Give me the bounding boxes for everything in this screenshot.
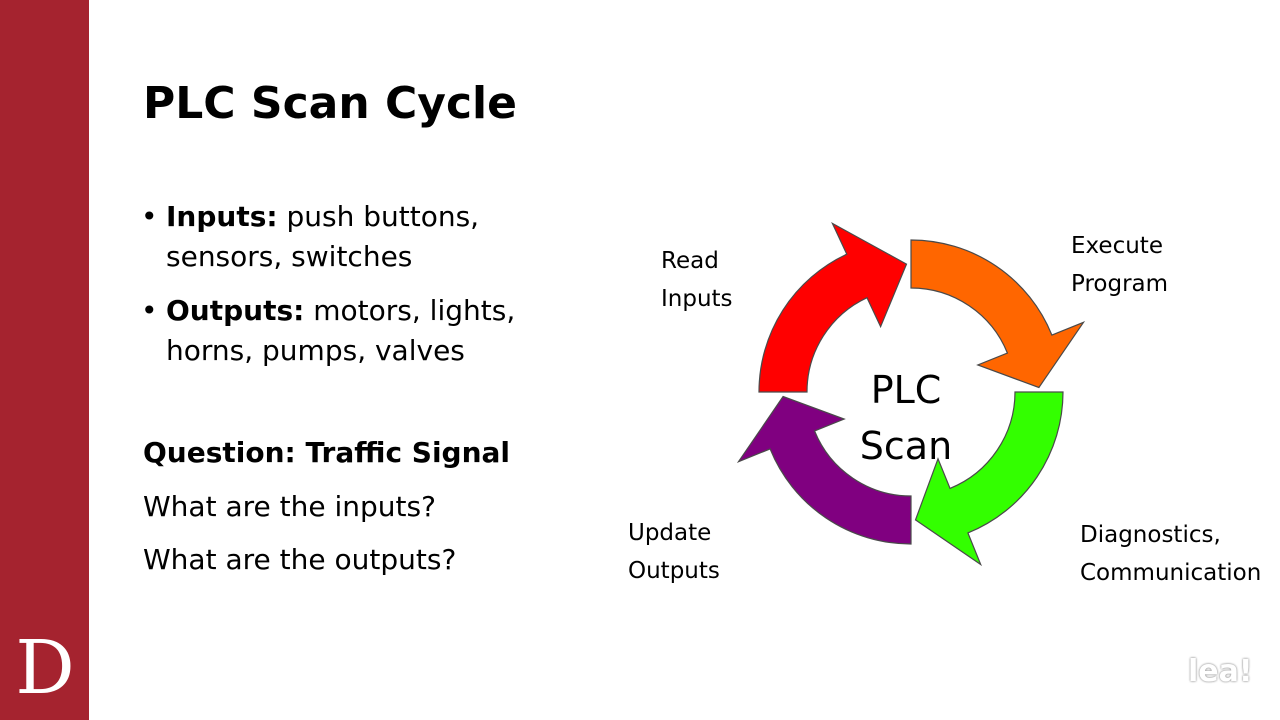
watermark-logo: lea! bbox=[1188, 654, 1253, 689]
logo: D bbox=[15, 625, 75, 711]
bullet-inputs-text: push buttons, sensors, switches bbox=[166, 200, 480, 273]
label-execute-program: Execute Program bbox=[1071, 233, 1169, 297]
cycle-arrows-svg bbox=[736, 221, 1086, 567]
bullet-outputs-text: motors, lights, horns, pumps, valves bbox=[166, 294, 516, 367]
question-heading: Question: Traffic Signal bbox=[143, 436, 511, 469]
slide-title: PLC Scan Cycle bbox=[143, 78, 517, 129]
label-read-inputs: Read Inputs bbox=[661, 248, 733, 312]
sidebar-band: D bbox=[0, 0, 89, 720]
bullet-inputs-heading: Inputs: bbox=[166, 200, 278, 233]
center-label: PLC Scan bbox=[859, 368, 953, 468]
arrow-update-outputs bbox=[736, 395, 912, 545]
question-line-inputs: What are the inputs? bbox=[143, 490, 436, 523]
arrow-execute-program bbox=[910, 239, 1086, 389]
label-update-outputs: Update Outputs bbox=[628, 520, 720, 584]
bullet-list: • Inputs: push buttons, sensors, switche… bbox=[141, 197, 561, 385]
arrow-read-inputs bbox=[758, 221, 908, 393]
bullet-outputs-heading: Outputs: bbox=[166, 294, 305, 327]
label-diagnostics-communication: Diagnostics, Communication bbox=[1080, 522, 1262, 586]
bullet-outputs: • Outputs: motors, lights, horns, pumps,… bbox=[141, 291, 561, 371]
scan-cycle-diagram: PLC Scan Read Inputs Execute Program Dia… bbox=[600, 180, 1280, 640]
arrow-diagnostics bbox=[914, 391, 1064, 567]
bullet-inputs: • Inputs: push buttons, sensors, switche… bbox=[141, 197, 561, 277]
bullet-dot: • bbox=[141, 200, 158, 233]
arrows-group bbox=[736, 221, 1086, 567]
question-line-outputs: What are the outputs? bbox=[143, 543, 457, 576]
bullet-dot: • bbox=[141, 294, 158, 327]
